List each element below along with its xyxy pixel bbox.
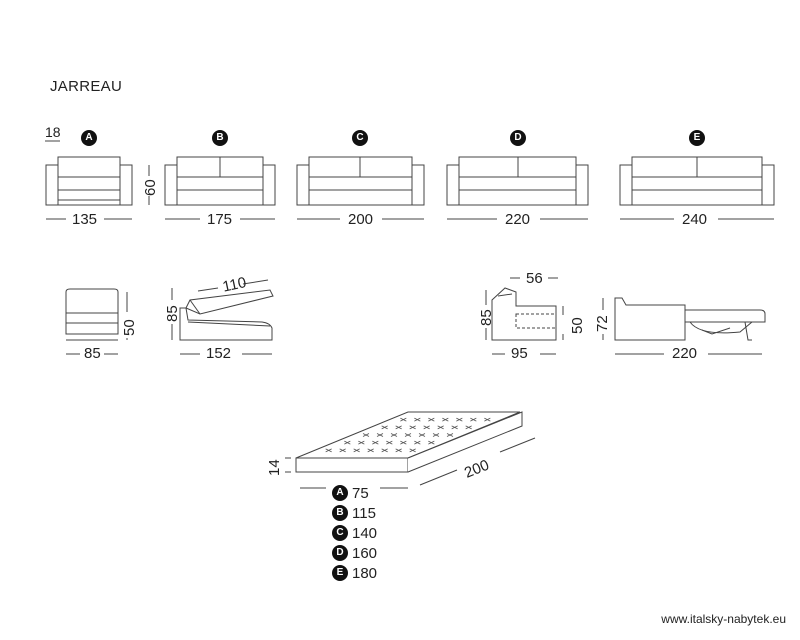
tuft-mark [400, 440, 407, 445]
mattress-b-badge: B [332, 505, 348, 521]
armchair-front-view [65, 288, 128, 355]
variant-e-badge: E [689, 130, 705, 146]
tuft-mark [409, 448, 416, 453]
tuft-mark [418, 433, 426, 437]
tuft-mark [325, 448, 332, 453]
mattress-d-badge: D [332, 545, 348, 561]
website-footer: www.italsky-nabytek.eu [661, 612, 786, 626]
tuft-mark [376, 433, 384, 437]
sofa-d-front-view [446, 156, 589, 206]
mattress-c-width: 140 [352, 525, 378, 542]
tuft-mark [381, 448, 388, 453]
mattress-b-width: 115 [352, 505, 376, 522]
variant-a-badge: A [81, 130, 97, 146]
side-view-seat-height-label: 50 [569, 317, 586, 334]
tuft-mark [451, 425, 458, 430]
variant-d-badge: D [510, 130, 526, 146]
tuft-mark [367, 448, 374, 453]
side-view-top-label: 56 [526, 270, 543, 287]
section-height-label: 85 [164, 305, 181, 322]
side-view-depth-label: 95 [511, 345, 528, 362]
tuft-mark [404, 433, 412, 437]
tuft-mark [372, 440, 379, 445]
tuft-mark [358, 440, 365, 445]
bed-length-label: 220 [672, 345, 698, 362]
mattress-e-badge: E [332, 565, 348, 581]
sofa-height-label: 60 [142, 179, 159, 196]
tuft-mark [409, 425, 416, 430]
tuft-mark [339, 448, 346, 453]
open-bed-side-view [602, 297, 766, 355]
tuft-mark [484, 417, 491, 422]
tuft-mark [344, 440, 351, 445]
mattress-a-width: 75 [352, 485, 369, 502]
tuft-mark [414, 440, 421, 445]
tuft-mark [381, 425, 388, 430]
tuft-mark [470, 417, 477, 422]
tuft-mark [456, 417, 463, 422]
sofa-e-width-label: 240 [682, 211, 708, 228]
sofa-b-width-label: 175 [207, 211, 233, 228]
tuft-mark [465, 425, 472, 430]
tuft-mark [442, 417, 449, 422]
variant-c-badge: C [352, 130, 368, 146]
tuft-mark [400, 417, 407, 422]
sofa-b-front-view [164, 156, 276, 206]
mattress-d-width: 160 [352, 545, 378, 562]
sofa-c-width-label: 200 [348, 211, 374, 228]
tuft-mark [362, 433, 370, 437]
mattress-c-badge: C [332, 525, 348, 541]
tuft-mark [395, 448, 402, 453]
mattress-drawing [285, 411, 536, 489]
tuft-mark [423, 425, 430, 430]
tuft-mark [446, 433, 454, 437]
sofa-side-view [485, 277, 564, 355]
tuft-mark [414, 417, 421, 422]
tuft-mark [437, 425, 444, 430]
arm-width-label: 18 [45, 124, 61, 140]
sofa-c-front-view [296, 156, 425, 206]
tuft-mark [395, 425, 402, 430]
armchair-width-label: 85 [84, 345, 101, 362]
armchair-seat-height-label: 50 [121, 319, 138, 336]
tuft-mark [390, 433, 398, 437]
tuft-mark [353, 448, 360, 453]
tuft-mark [432, 433, 440, 437]
product-title: JARREAU [50, 78, 123, 95]
sofa-e-front-view [619, 156, 775, 206]
reclining-section-view [171, 279, 274, 355]
mattress-e-width: 180 [352, 565, 378, 582]
mattress-thickness-label: 14 [266, 459, 283, 476]
mattress-a-badge: A [332, 485, 348, 501]
tuft-mark [386, 440, 393, 445]
bed-height-label: 72 [594, 315, 611, 332]
side-view-height-label: 85 [478, 309, 495, 326]
sofa-a-width-label: 135 [72, 211, 98, 228]
tuft-mark [428, 440, 435, 445]
sofa-d-width-label: 220 [505, 211, 531, 228]
tuft-mark [428, 417, 435, 422]
section-depth-label: 152 [206, 345, 232, 362]
sofa-a-front-view [45, 156, 133, 206]
variant-b-badge: B [212, 130, 228, 146]
